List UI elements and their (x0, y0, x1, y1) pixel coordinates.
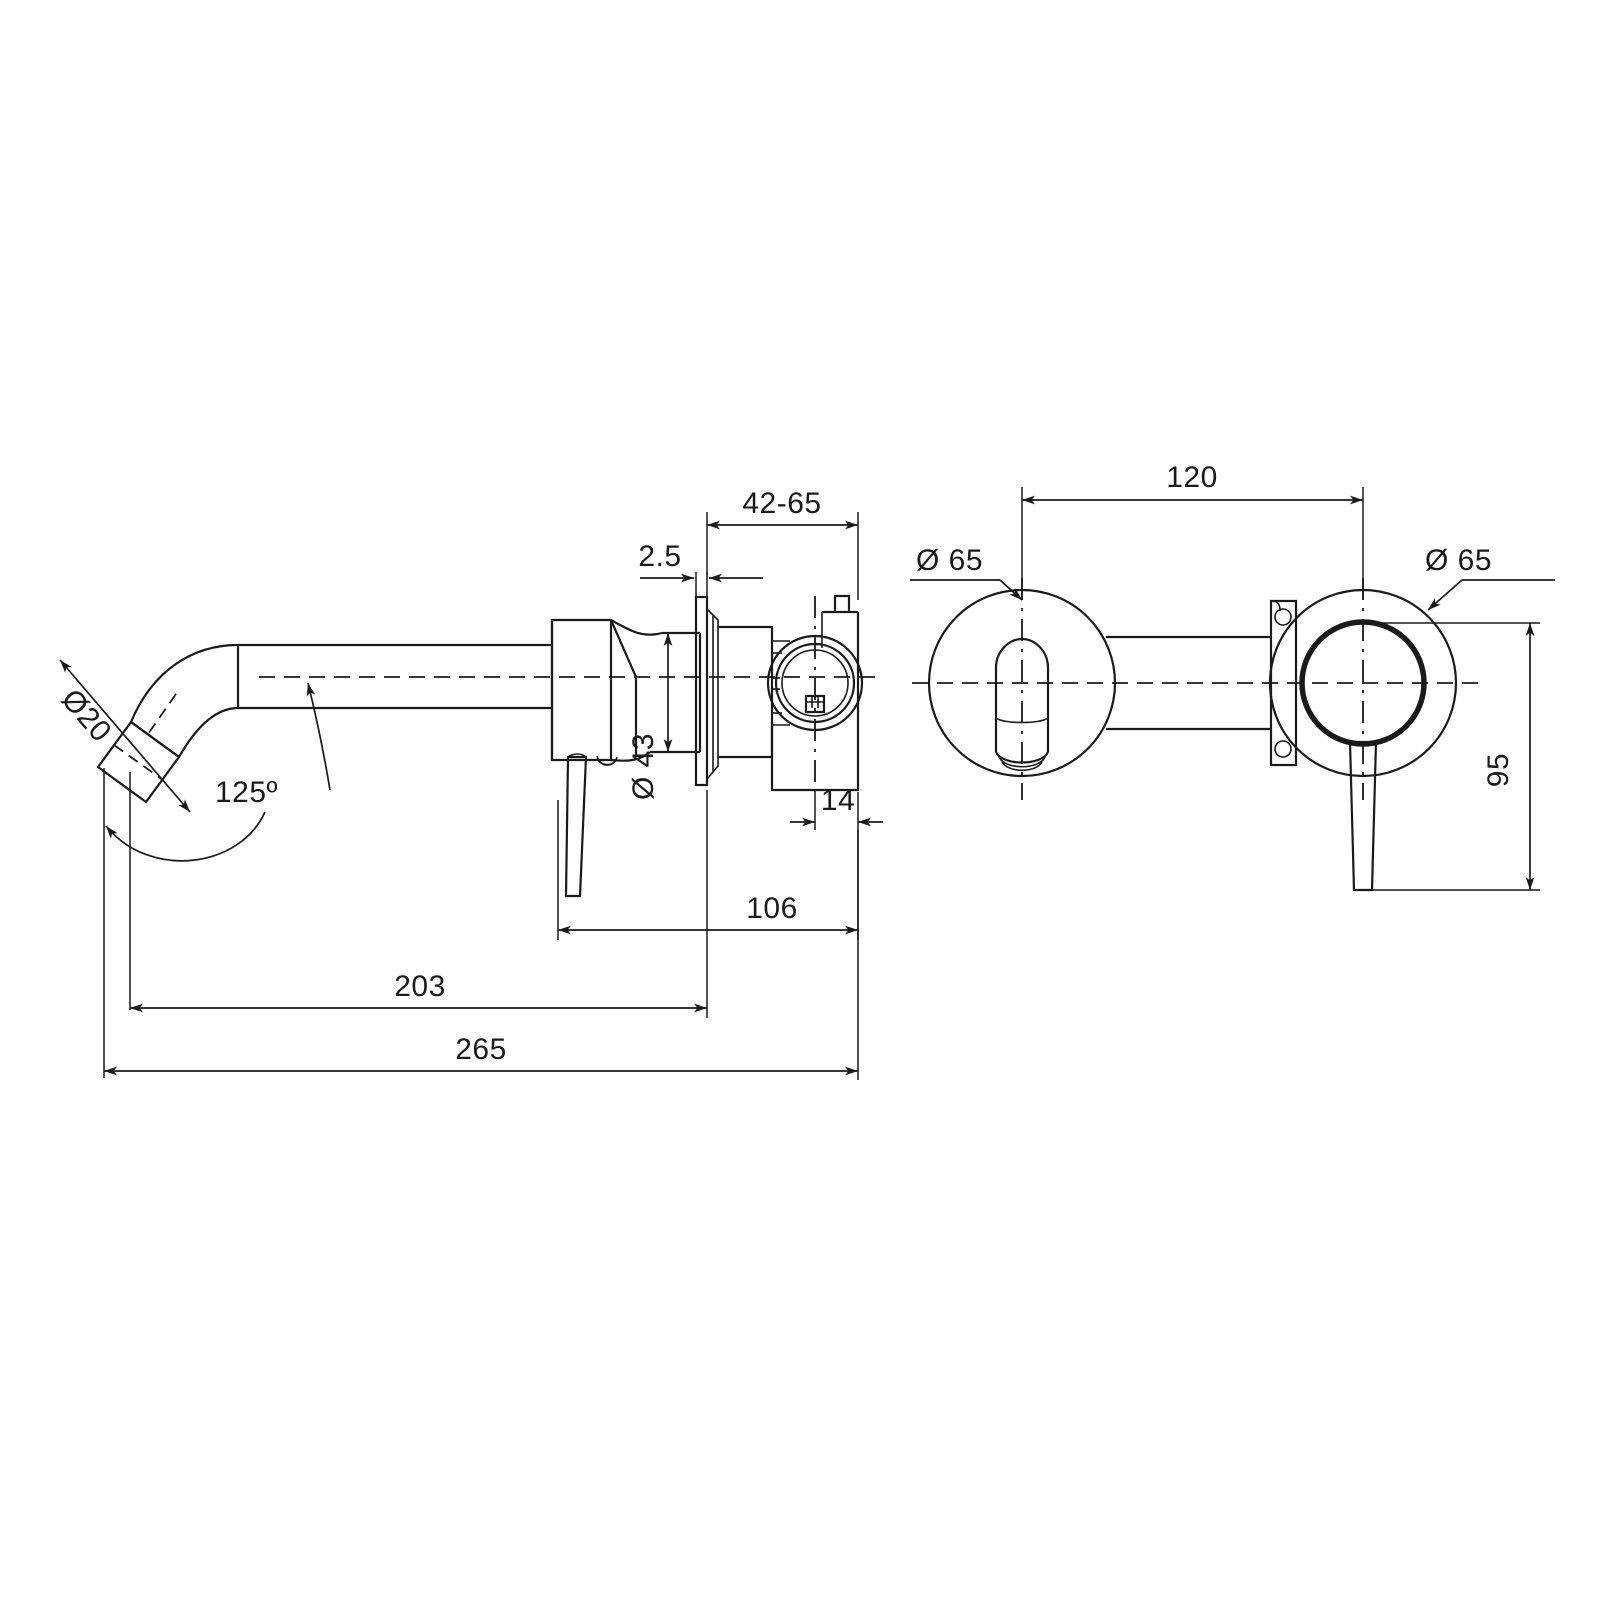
dim-wall-depth: 42-65 (706, 487, 859, 600)
dim-label-wall-to-handle: 106 (746, 892, 798, 925)
dim-right-plate-diameter: Ø 65 (1425, 544, 1555, 611)
body-underside-nib (596, 755, 618, 766)
dim-label-bend-angle: 125º (215, 776, 278, 809)
front-elevation-view (912, 578, 1478, 892)
dim-plate-center-distance: 120 (1021, 461, 1364, 600)
recessed-body (718, 625, 774, 759)
spout-tube (236, 643, 552, 710)
dim-label-body-diameter: Ø 43 (627, 733, 660, 800)
front-mounting-bracket (1269, 599, 1298, 767)
dim-label-handle-offset: 14 (821, 784, 855, 817)
dim-overall-projection: 265 (104, 830, 859, 1080)
dim-handle-drop: 95 (1345, 622, 1540, 891)
valve-linkage (772, 640, 790, 726)
dim-label-plate-center-distance: 120 (1166, 461, 1218, 494)
dim-bend-angle: 125º (105, 682, 331, 862)
extension-lines-left (103, 768, 131, 1078)
dim-label-wall-depth: 42-65 (742, 487, 821, 520)
dim-wall-to-spout-center: 203 (130, 790, 708, 1018)
dim-plate-thickness: 2.5 (638, 540, 763, 600)
dim-wall-to-handle: 106 (557, 800, 859, 940)
connecting-body-bar (1106, 635, 1270, 731)
dim-label-left-plate-diameter: Ø 65 (916, 544, 983, 577)
dim-label-wall-to-spout-center: 203 (394, 970, 446, 1003)
dim-label-handle-drop: 95 (1482, 753, 1515, 787)
dim-label-overall-projection: 265 (455, 1033, 507, 1066)
dim-left-plate-diameter: Ø 65 (910, 544, 1023, 601)
dim-body-diameter: Ø 43 (627, 633, 673, 800)
dim-label-right-plate-diameter: Ø 65 (1425, 544, 1492, 577)
dim-handle-offset: 14 (790, 784, 883, 830)
wall-cover-plate (694, 595, 719, 787)
dim-label-plate-thickness: 2.5 (638, 540, 681, 573)
handle-lever (564, 753, 588, 898)
